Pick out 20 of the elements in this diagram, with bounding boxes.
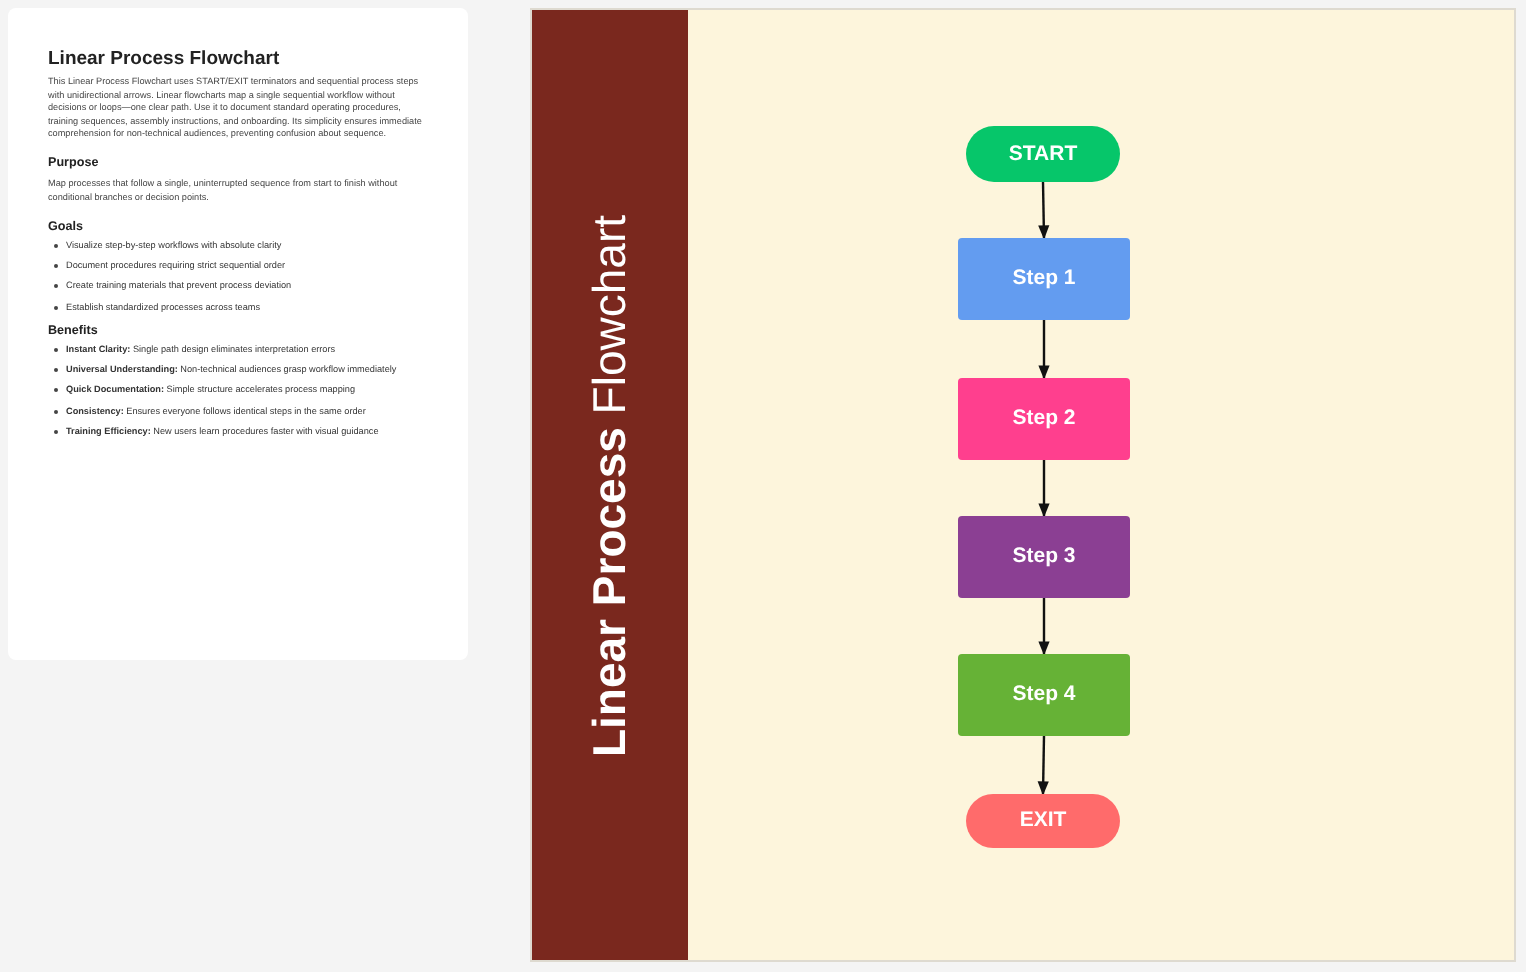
terminator-pill <box>966 126 1120 182</box>
arrow <box>1038 320 1050 380</box>
process-box <box>958 654 1130 736</box>
node-label: Step 4 <box>1012 682 1076 708</box>
node-label: Step 1 <box>1012 266 1076 292</box>
node-label: EXIT <box>1019 808 1067 834</box>
process-box <box>958 516 1130 598</box>
lane-title: Linear Process Flowchart <box>583 214 637 757</box>
process-box <box>958 238 1130 320</box>
node-label: Step 3 <box>1012 544 1076 570</box>
card-title: Linear Process Flowchart <box>48 48 282 72</box>
node-label: START <box>1008 141 1078 167</box>
arrow <box>1038 181 1050 240</box>
arrow <box>1038 460 1050 518</box>
arrow <box>1038 598 1050 656</box>
pool-frame <box>530 8 1516 962</box>
process-box <box>958 378 1130 460</box>
node-label: Step 2 <box>1012 406 1076 432</box>
arrow <box>1037 735 1049 796</box>
terminator-pill <box>966 794 1120 848</box>
